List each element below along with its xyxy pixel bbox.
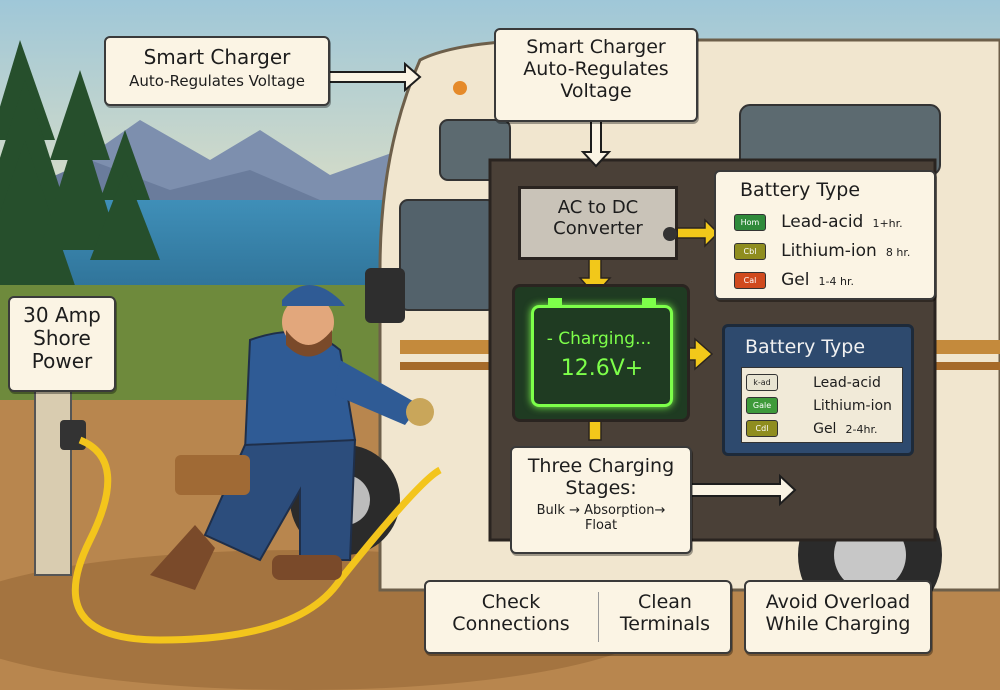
shore-line: Power [31,349,93,373]
tips-divider [598,592,599,642]
panel-gel-label: Gel [813,421,837,437]
maintenance-tips-callout: Check Connections Clean Terminals [424,580,732,654]
panel-lead-acid-chip: k-ad [746,374,778,391]
panel-lead-acid-label: Lead-acid [813,375,881,391]
battery-icon: - Charging... 12.6V+ [531,298,673,407]
converter-line: Converter [553,217,643,239]
stages-line: Float [584,517,618,533]
shore-power-label: 30 Amp Shore Power [8,296,116,392]
callout-line: Voltage [560,79,632,102]
tip-line: Connections [452,612,570,635]
battery-panel-title: Battery Type [745,336,866,358]
trees [0,40,160,300]
tip-line: Check [481,591,541,613]
tip-line: Clean [638,591,692,613]
lithium-ion-label: Lithium-ion [781,241,877,261]
charging-display: - Charging... 12.6V+ [512,284,690,422]
lithium-ion-time: 8 hr. [885,246,911,259]
charging-status: - Charging... [546,329,652,349]
battery-type-panel: Battery Type k-ad Lead-acid Gale Lithium… [722,324,914,456]
panel-row-lithium-ion: Gale Lithium-ion [746,395,902,414]
battery-row-lead-acid: Hom Lead-acid 1+hr. [734,212,934,232]
panel-lithium-ion-label: Lithium-ion [813,398,892,414]
battery-row-gel: Cal Gel 1-4 hr. [734,270,934,290]
callout-line: Smart Charger [526,36,666,58]
battery-type-callout: Battery Type Hom Lead-acid 1+hr. Cbl Lit… [714,170,936,300]
charging-stages-callout: Three Charging Stages: Bulk → Absorption… [510,446,692,554]
avoid-overload-callout: Avoid Overload While Charging [744,580,932,654]
shore-line: 30 Amp [23,303,101,327]
tip-line: Avoid Overload [765,591,911,613]
lithium-ion-chip: Cbl [734,243,766,260]
lead-acid-chip: Hom [734,214,766,231]
callout-subtitle: Auto-Regulates Voltage [129,72,305,90]
technician [150,285,434,590]
panel-row-gel: Cdl Gel 2-4hr. [746,418,902,437]
lead-acid-time: 1+hr. [872,217,903,230]
gel-time: 1-4 hr. [818,275,854,288]
callout-arrows [324,61,797,507]
callout-title: Smart Charger [143,45,291,69]
lead-acid-label: Lead-acid [781,212,864,232]
power-cable [71,436,442,644]
panel-gel-chip: Cdl [746,420,778,437]
charging-voltage: 12.6V+ [560,355,644,381]
stages-line: Bulk → Absorption→ [536,502,666,518]
converter-box: AC to DC Converter [518,186,678,260]
clean-terminals-tip: Clean Terminals [600,582,730,652]
smart-charger-callout-center: Smart Charger Auto-Regulates Voltage [494,28,698,122]
shore-line: Shore [33,326,91,350]
gel-label: Gel [781,270,810,290]
gel-chip: Cal [734,272,766,289]
battery-row-lithium-ion: Cbl Lithium-ion 8 hr. [734,241,934,261]
battery-type-title: Battery Type [740,179,861,201]
battery-panel-list: k-ad Lead-acid Gale Lithium-ion Cdl Gel … [741,367,903,443]
battery-terminal-icon [642,298,656,306]
panel-lithium-ion-chip: Gale [746,397,778,414]
shore-power-post [34,389,86,576]
converter-port-icon [663,227,677,241]
smart-charger-callout-left: Smart Charger Auto-Regulates Voltage [104,36,330,106]
converter-line: AC to DC [557,197,639,218]
stages-line: Stages: [565,476,637,499]
tip-line: While Charging [765,612,911,635]
panel-gel-time: 2-4hr. [845,423,878,436]
check-connections-tip: Check Connections [426,582,596,652]
tip-line: Terminals [619,612,711,635]
stages-line: Three Charging [527,455,675,477]
battery-terminal-icon [548,298,562,306]
panel-row-lead-acid: k-ad Lead-acid [746,372,902,391]
callout-line: Auto-Regulates [523,57,669,80]
